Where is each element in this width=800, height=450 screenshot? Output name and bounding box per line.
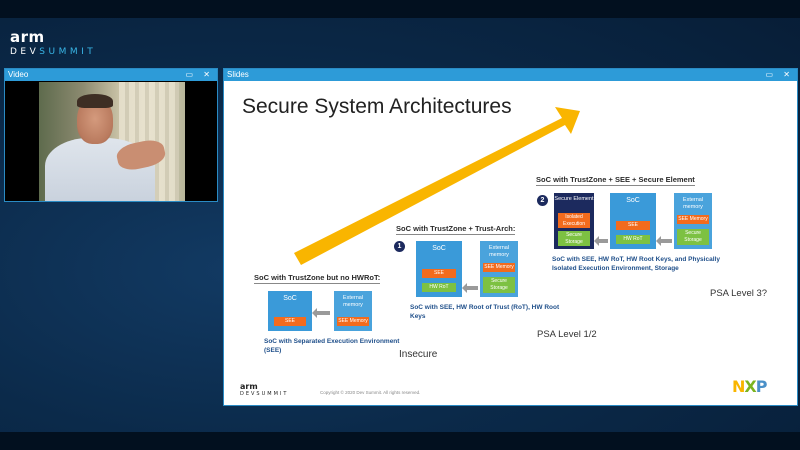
stage0-memory-label: External memory bbox=[342, 295, 364, 308]
stage2-connector-right bbox=[656, 236, 672, 246]
nxp-logo: NXP bbox=[732, 377, 768, 396]
footer-copyright: Copyright © 2020 Dev Summit. All rights … bbox=[320, 390, 421, 395]
stage1-see-chip: SEE bbox=[422, 269, 456, 278]
brand-summit: SUMMIT bbox=[39, 47, 97, 57]
stage1-level: PSA Level 1/2 bbox=[537, 329, 597, 340]
arrow-shape bbox=[294, 107, 580, 265]
speaker-hair bbox=[77, 94, 113, 108]
stage2-connector-left bbox=[594, 236, 608, 246]
slides-panel: Slides ▭ ✕ Secure System Architectures M… bbox=[223, 68, 798, 406]
stage0-see-memory-chip: SEE Memory bbox=[337, 317, 369, 326]
brand-dev: DEV bbox=[10, 47, 40, 57]
stage0-description: SoC with Separated Execution Environment… bbox=[264, 338, 400, 354]
video-titlebar: Video ▭ ✕ bbox=[5, 69, 217, 81]
footer-devsummit-text: DEVSUMMIT bbox=[240, 391, 289, 397]
stage2-soc-block: SoC SEE HW RoT bbox=[610, 193, 656, 249]
stage2-se-storage-chip: Secure Storage bbox=[558, 231, 590, 246]
video-panel: Video ▭ ✕ bbox=[4, 68, 218, 202]
slides-title: Slides bbox=[227, 70, 249, 79]
stage2-se-label: Secure Element bbox=[554, 196, 594, 202]
stage1-soc-block: SoC SEE HW RoT bbox=[416, 241, 462, 297]
footer-arm-logo: arm DEVSUMMIT bbox=[240, 382, 289, 398]
stage1-memory-block: External memory SEE Memory Secure Storag… bbox=[480, 241, 518, 297]
stage1-description: SoC with SEE, HW Root of Trust (RoT), HW… bbox=[410, 304, 560, 320]
stage0-connector bbox=[312, 308, 330, 318]
stage1-connector bbox=[462, 283, 478, 293]
stage1-see-memory-chip: SEE Memory bbox=[483, 263, 515, 272]
footer-arm-text: arm bbox=[240, 382, 258, 391]
arm-devsummit-logo: arm DEVSUMMIT bbox=[10, 28, 96, 58]
hardened-arrow bbox=[294, 107, 580, 265]
nxp-logo-p: P bbox=[755, 377, 768, 396]
stage0-level: Insecure bbox=[399, 349, 438, 360]
stage2-see-chip: SEE bbox=[616, 221, 650, 230]
stage1-hwrot-chip: HW RoT bbox=[422, 283, 456, 292]
stage1-number: 1 bbox=[394, 241, 405, 252]
letterbox-bottom bbox=[0, 432, 800, 450]
stage2-soc-label: SoC bbox=[626, 197, 640, 204]
stage2-see-memory-chip: SEE Memory bbox=[677, 215, 709, 224]
slides-titlebar: Slides ▭ ✕ bbox=[224, 69, 797, 81]
stage2-secure-element-block: Secure Element Isolated Execution Secure… bbox=[554, 193, 594, 249]
stage2-hwrot-chip: HW RoT bbox=[616, 235, 650, 244]
stage1-memory-label: External memory bbox=[488, 245, 510, 258]
stage2-memory-block: External memory SEE Memory Secure Storag… bbox=[674, 193, 712, 249]
brand-arm: arm bbox=[10, 28, 45, 46]
stage2-secure-storage-chip: Secure Storage bbox=[677, 229, 709, 245]
stage1-title: SoC with TrustZone + Trust-Arch: bbox=[396, 224, 516, 235]
stage2-description: SoC with SEE, HW RoT, HW Root Keys, and … bbox=[552, 256, 720, 272]
stage0-title: SoC with TrustZone but no HWRoT: bbox=[254, 273, 381, 284]
stage2-level: PSA Level 3? bbox=[710, 288, 768, 299]
slide-title: Secure System Architectures bbox=[242, 95, 512, 118]
stage0-soc-label: SoC bbox=[283, 295, 297, 302]
video-title: Video bbox=[8, 70, 29, 79]
nxp-logo-x: X bbox=[744, 377, 756, 396]
stage2-title: SoC with TrustZone + SEE + Secure Elemen… bbox=[536, 175, 695, 186]
stage0-soc-block: SoC SEE bbox=[268, 291, 312, 331]
stage1-soc-label: SoC bbox=[432, 245, 446, 252]
stage2-isolated-chip: Isolated Execution bbox=[558, 213, 590, 228]
slide-content: Secure System Architectures More Hardene… bbox=[224, 81, 797, 405]
stage0-memory-block: External memory SEE Memory bbox=[334, 291, 372, 331]
slides-window-controls[interactable]: ▭ ✕ bbox=[765, 70, 794, 79]
stage2-number: 2 bbox=[537, 195, 548, 206]
stage1-secure-storage-chip: Secure Storage bbox=[483, 277, 515, 293]
nxp-logo-n: N bbox=[732, 377, 745, 396]
brand-devsummit: DEVSUMMIT bbox=[10, 47, 96, 57]
video-window-controls[interactable]: ▭ ✕ bbox=[185, 70, 214, 79]
letterbox-top bbox=[0, 0, 800, 18]
stage2-memory-label: External memory bbox=[682, 197, 704, 210]
stage0-see-chip: SEE bbox=[274, 317, 306, 326]
speaker-video bbox=[39, 82, 185, 201]
